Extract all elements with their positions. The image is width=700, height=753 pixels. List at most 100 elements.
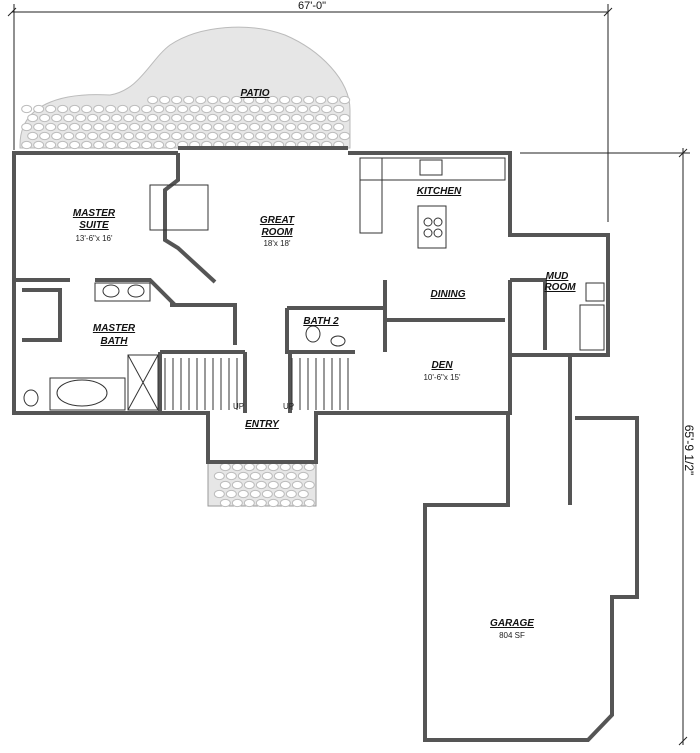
patio-stone bbox=[57, 140, 69, 150]
patio-stone bbox=[255, 480, 267, 490]
patio-stone bbox=[159, 95, 171, 105]
patio-stone bbox=[261, 471, 273, 481]
patio-stone bbox=[339, 131, 351, 141]
patio-stone bbox=[303, 95, 315, 105]
patio-stone bbox=[303, 462, 315, 472]
patio-stone bbox=[285, 471, 297, 481]
fixtures bbox=[23, 157, 605, 411]
patio-stone bbox=[237, 471, 249, 481]
patio-stone bbox=[21, 104, 33, 114]
patio-stone bbox=[213, 471, 225, 481]
patio-stone bbox=[81, 140, 93, 150]
patio-stone bbox=[279, 498, 291, 508]
patio-stone bbox=[129, 140, 141, 150]
patio-stone bbox=[27, 131, 39, 141]
patio-stone bbox=[171, 113, 183, 123]
patio-stone bbox=[285, 122, 297, 132]
patio-stone bbox=[291, 95, 303, 105]
patio bbox=[19, 26, 351, 150]
patio-stone bbox=[21, 122, 33, 132]
patio-stone bbox=[195, 113, 207, 123]
patio-stone bbox=[237, 122, 249, 132]
patio-stone bbox=[261, 104, 273, 114]
patio-stone bbox=[63, 113, 75, 123]
patio-stone bbox=[231, 113, 243, 123]
patio-stone bbox=[273, 104, 285, 114]
patio-stone bbox=[69, 140, 81, 150]
patio-stone bbox=[273, 471, 285, 481]
great-room-label: GREAT bbox=[260, 215, 295, 226]
patio-stone bbox=[237, 104, 249, 114]
patio-stone bbox=[117, 122, 129, 132]
great-room-size: 18'x 18' bbox=[263, 239, 291, 248]
patio-stone bbox=[267, 113, 279, 123]
patio-stone bbox=[279, 95, 291, 105]
patio-stone bbox=[117, 140, 129, 150]
patio-stone bbox=[315, 95, 327, 105]
patio-stone bbox=[123, 131, 135, 141]
patio-stone bbox=[267, 480, 279, 490]
patio-stone bbox=[123, 113, 135, 123]
patio-stone bbox=[201, 122, 213, 132]
interior-walls bbox=[14, 153, 547, 413]
patio-stone bbox=[303, 480, 315, 490]
patio-stone bbox=[219, 480, 231, 490]
patio-stone bbox=[297, 471, 309, 481]
patio-stone bbox=[213, 489, 225, 499]
patio-stone bbox=[279, 462, 291, 472]
patio-stone bbox=[219, 113, 231, 123]
patio-stone bbox=[99, 113, 111, 123]
patio-stone bbox=[147, 131, 159, 141]
patio-stone bbox=[255, 131, 267, 141]
patio-stone bbox=[279, 131, 291, 141]
patio-stone bbox=[45, 140, 57, 150]
patio-stone bbox=[93, 140, 105, 150]
patio-stone bbox=[195, 131, 207, 141]
patio-stone bbox=[225, 489, 237, 499]
patio-stone bbox=[45, 122, 57, 132]
bath2-label: BATH 2 bbox=[303, 316, 339, 327]
patio-stone bbox=[105, 140, 117, 150]
patio-stone bbox=[321, 104, 333, 114]
entry-label: ENTRY bbox=[245, 419, 280, 430]
patio-stone bbox=[267, 462, 279, 472]
patio-stone bbox=[291, 498, 303, 508]
kitchen-label: KITCHEN bbox=[417, 186, 462, 197]
patio-stone bbox=[165, 140, 177, 150]
patio-stone bbox=[39, 131, 51, 141]
patio-stone bbox=[75, 113, 87, 123]
patio-stone bbox=[231, 462, 243, 472]
patio-stone bbox=[207, 131, 219, 141]
patio-stone bbox=[315, 113, 327, 123]
patio-stone bbox=[27, 113, 39, 123]
patio-stone bbox=[249, 104, 261, 114]
patio-stone bbox=[117, 104, 129, 114]
patio-stone bbox=[219, 131, 231, 141]
patio-stone bbox=[135, 131, 147, 141]
patio-stone bbox=[225, 104, 237, 114]
patio-stone bbox=[171, 95, 183, 105]
depth-dimension: 65'-9 1/2" bbox=[682, 425, 696, 476]
master-bath-label-2: BATH bbox=[100, 336, 128, 347]
patio-stone bbox=[141, 122, 153, 132]
patio-stone bbox=[33, 122, 45, 132]
patio-stone bbox=[153, 104, 165, 114]
patio-stone bbox=[231, 95, 243, 105]
master-bath-label: MASTER bbox=[93, 323, 136, 334]
patio-stone bbox=[309, 122, 321, 132]
patio-stone bbox=[147, 113, 159, 123]
patio-stone bbox=[279, 113, 291, 123]
patio-stone bbox=[249, 122, 261, 132]
patio-stone bbox=[105, 104, 117, 114]
patio-stone bbox=[207, 113, 219, 123]
patio-stone bbox=[291, 131, 303, 141]
width-dimension: 67'-0" bbox=[298, 0, 326, 12]
master-suite-size: 13'-6"x 16' bbox=[75, 234, 113, 243]
patio-stone bbox=[213, 122, 225, 132]
patio-stone bbox=[69, 104, 81, 114]
patio-stone bbox=[255, 498, 267, 508]
patio-stone bbox=[33, 140, 45, 150]
patio-stone bbox=[21, 140, 33, 150]
patio-stone bbox=[237, 489, 249, 499]
